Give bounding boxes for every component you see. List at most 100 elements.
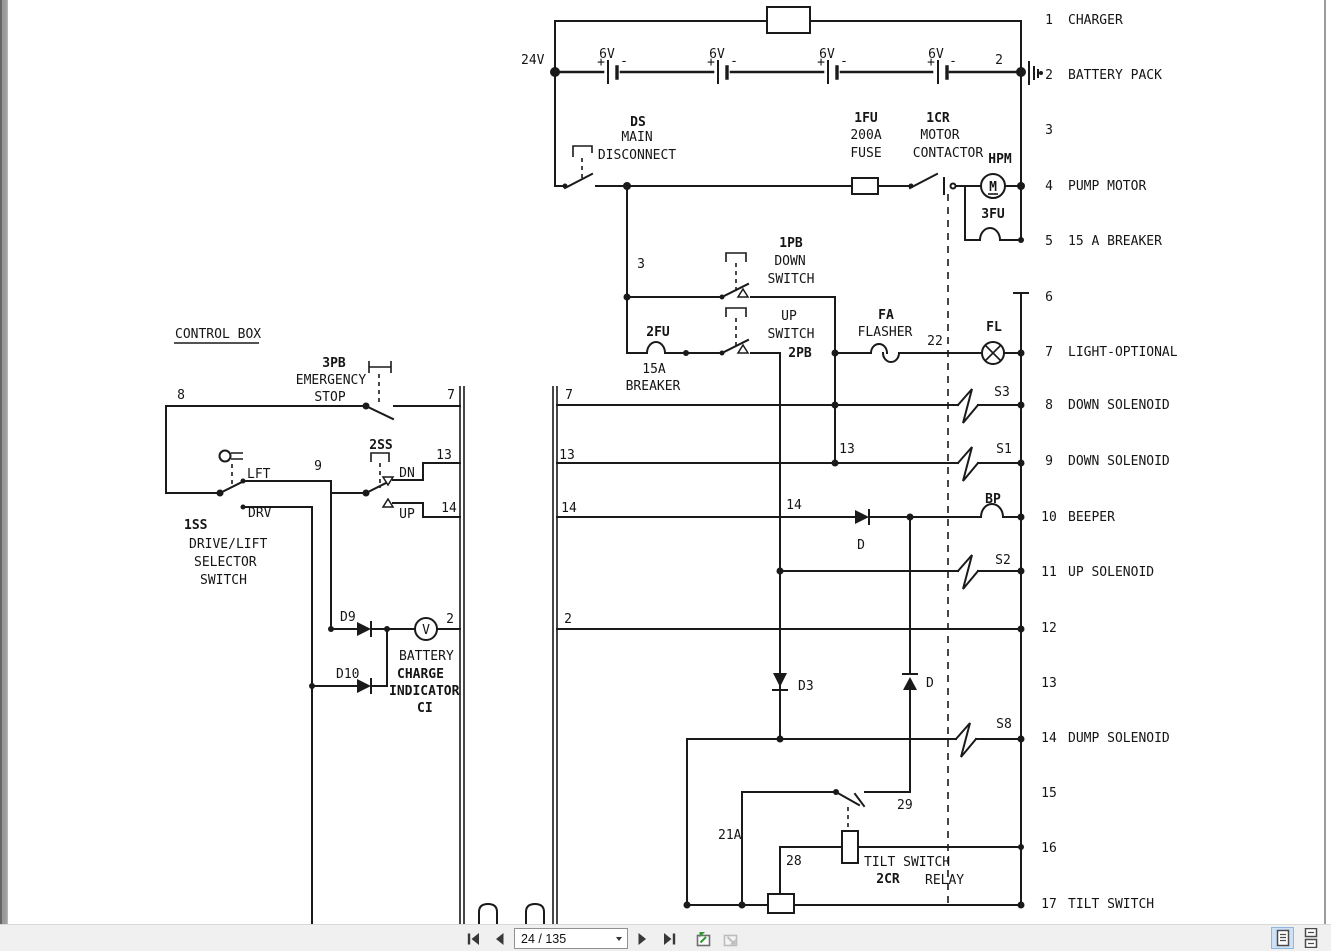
line-number: 9 (1045, 454, 1053, 469)
next-view-button[interactable] (720, 928, 742, 949)
schematic-label: - (840, 54, 848, 69)
schematic-label: 6V (928, 47, 944, 62)
schematic-label: M (989, 180, 997, 195)
schematic-label: CI (417, 701, 433, 716)
schematic-label: BATTERY (399, 649, 454, 664)
previous-page-icon (496, 932, 504, 945)
page-dropdown-caret[interactable] (616, 936, 622, 941)
pdf-viewer-toolbar (0, 924, 1331, 951)
line-number: 17 (1041, 897, 1057, 912)
schematic-label: MOTOR (920, 128, 959, 143)
line-label: CHARGER (1068, 13, 1123, 28)
schematic-label: S1 (996, 442, 1012, 457)
schematic-label: FL (986, 320, 1002, 335)
schematic-label: 21A (718, 828, 742, 843)
page-display-modes (1271, 927, 1331, 949)
page-number-input[interactable] (515, 931, 613, 946)
next-page-button[interactable] (632, 928, 654, 949)
schematic-label: FLASHER (858, 325, 913, 340)
schematic-label: 6V (709, 47, 725, 62)
line-number: 12 (1041, 621, 1057, 636)
line-label: TILT SWITCH (1068, 897, 1154, 912)
schematic-label: D9 (340, 610, 356, 625)
line-label: DOWN SOLENOID (1068, 398, 1170, 413)
schematic-label: 3PB (322, 356, 346, 371)
schematic-label: + (817, 55, 825, 70)
line-label: BEEPER (1068, 510, 1115, 525)
schematic-label: 28 (786, 854, 802, 869)
single-page-view-button[interactable] (1271, 927, 1294, 949)
schematic-label: 2CR (876, 872, 900, 887)
line-number: 11 (1041, 565, 1057, 580)
next-page-icon (638, 932, 646, 945)
line-number: 3 (1045, 123, 1053, 138)
schematic-label: EMERGENCY (296, 373, 367, 388)
schematic-label: 8 (177, 388, 185, 403)
page-number-box (514, 928, 628, 949)
line-label: DUMP SOLENOID (1068, 731, 1170, 746)
schematic-label: SELECTOR (194, 555, 257, 570)
schematic-label: HPM (988, 152, 1012, 167)
line-number: 7 (1045, 345, 1053, 360)
schematic-label: 6V (599, 47, 615, 62)
schematic-label: 14 (786, 498, 802, 513)
first-page-icon (467, 932, 479, 945)
schematic-label: DOWN (774, 254, 805, 269)
schematic-label: - (949, 54, 957, 69)
schematic-label: FA (878, 308, 894, 323)
schematic-label: DRIVE/LIFT (189, 537, 267, 552)
schematic-label: 2FU (646, 325, 670, 340)
schematic-label: S2 (995, 553, 1011, 568)
line-label: 15 A BREAKER (1068, 234, 1162, 249)
schematic-label: 13 (559, 448, 575, 463)
page-right-border (1324, 0, 1326, 924)
continuous-view-button[interactable] (1299, 927, 1322, 949)
line-number: 6 (1045, 290, 1053, 305)
schematic-label: 14 (561, 501, 577, 516)
schematic-label: V (422, 623, 430, 638)
schematic-label: 9 (314, 459, 322, 474)
schematic-label: SWITCH (768, 272, 815, 287)
schematic-label: 1PB (779, 236, 803, 251)
view-history-buttons (692, 928, 742, 949)
schematic-label: CONTROL BOX (175, 327, 261, 342)
next-view-icon (723, 934, 738, 947)
schematic-label: 24V (521, 53, 545, 68)
schematic-label: 1SS (184, 518, 208, 533)
previous-page-button[interactable] (488, 928, 510, 949)
line-number: 14 (1041, 731, 1057, 746)
schematic-label: 13 (436, 448, 452, 463)
schematic-label: DS (630, 115, 646, 130)
schematic-label: S3 (994, 385, 1010, 400)
schematic-label: D (926, 676, 934, 691)
single-page-view-icon (1276, 929, 1289, 947)
line-number: 1 (1045, 13, 1053, 28)
schematic-label: - (730, 54, 738, 69)
schematic-label: CHARGE (397, 667, 444, 682)
schematic-label: 13 (839, 442, 855, 457)
schematic-label: 2 (564, 612, 572, 627)
junction-dots (216, 67, 1043, 909)
line-label: UP SOLENOID (1068, 565, 1154, 580)
schematic-label: 29 (897, 798, 913, 813)
continuous-view-icon (1304, 928, 1317, 948)
schematic-label: DN (399, 466, 415, 481)
schematic-label: D3 (798, 679, 814, 694)
schematic-label: UP (399, 507, 415, 522)
line-number: 13 (1041, 676, 1057, 691)
schematic-label: LFT (247, 467, 271, 482)
schematic-label: + (707, 55, 715, 70)
facing-view-button[interactable] (1327, 927, 1331, 949)
last-page-icon (663, 932, 675, 945)
schematic-label: CONTACTOR (913, 146, 984, 161)
schematic-label: SWITCH (768, 327, 815, 342)
schematic-label: SWITCH (200, 573, 247, 588)
first-page-button[interactable] (462, 928, 484, 949)
schematic-label: + (927, 55, 935, 70)
schematic-label: - (620, 54, 628, 69)
previous-view-button[interactable] (692, 928, 714, 949)
line-number: 10 (1041, 510, 1057, 525)
schematic-label: D10 (336, 667, 359, 682)
line-number: 2 (1045, 68, 1053, 83)
last-page-button[interactable] (658, 928, 680, 949)
